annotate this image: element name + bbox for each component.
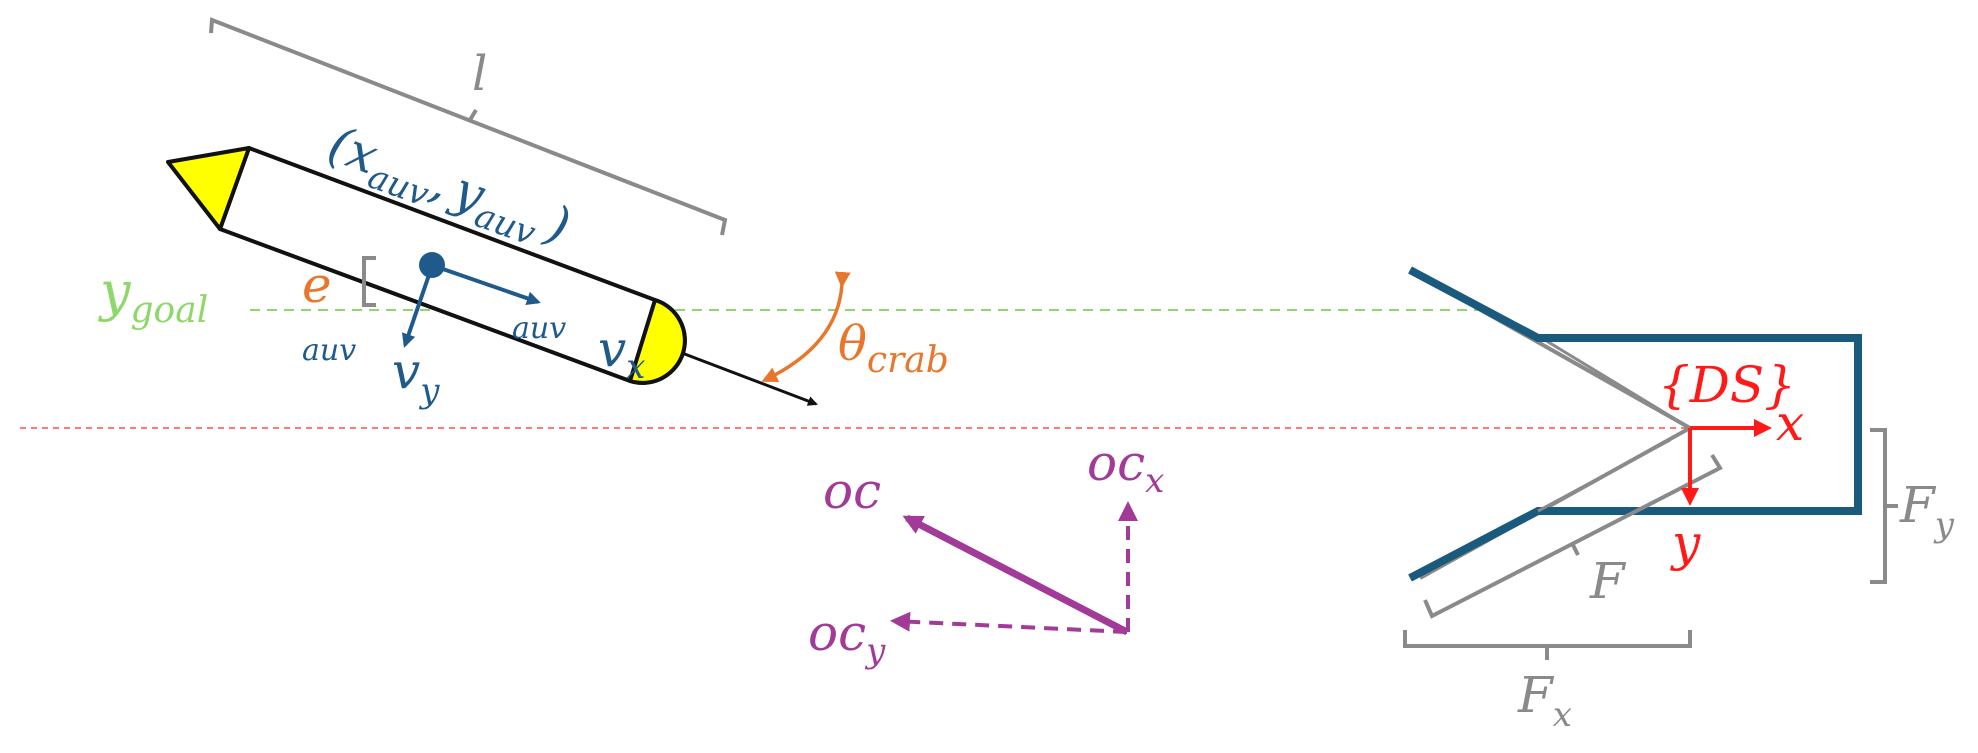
vx-label: vx xyxy=(598,320,645,387)
theta-crab-label: θcrab xyxy=(838,316,949,381)
ocy-vector xyxy=(890,611,1128,634)
ocx-label: ocx xyxy=(1087,434,1164,501)
F-bracket-tick xyxy=(1570,542,1580,556)
auv-position-point xyxy=(419,252,445,278)
vy-vector xyxy=(401,271,432,348)
dock-funnel-gray xyxy=(1409,268,1695,580)
frame-label: {DS} xyxy=(1658,356,1796,414)
vy-superscript: auv xyxy=(302,333,356,368)
Fy-label: Fy xyxy=(1899,476,1955,545)
Fy-bracket xyxy=(1870,428,1898,584)
error-bracket xyxy=(362,256,376,307)
length-label: l xyxy=(472,46,487,102)
y-goal-label: ygoal xyxy=(98,260,208,331)
oc-label: oc xyxy=(823,462,881,520)
dock-funnel-gray-upper xyxy=(1539,335,1691,430)
auv-body xyxy=(166,146,687,385)
auv-nose-cone xyxy=(166,146,251,231)
oc-vector xyxy=(902,514,1129,636)
vx-vector xyxy=(439,266,541,306)
vx-superscript: auv xyxy=(512,311,566,346)
error-label: e xyxy=(302,256,332,314)
frame-x-label: x xyxy=(1776,394,1804,452)
theta-crab-arc xyxy=(761,271,851,383)
Fx-bracket xyxy=(1403,630,1692,660)
length-bracket xyxy=(209,17,728,236)
F-bracket xyxy=(1423,453,1723,619)
heading-arrow xyxy=(681,351,818,406)
vy-label: vy xyxy=(392,342,440,411)
Fx-label: Fx xyxy=(1517,666,1572,735)
auv-tail-cap xyxy=(628,298,687,385)
dock-frame xyxy=(1408,266,1862,582)
dock-lower-gray xyxy=(1537,438,1671,513)
ocy-label: ocy xyxy=(808,604,886,671)
F-label: F xyxy=(1589,552,1627,610)
frame-y-label: y xyxy=(1670,514,1701,572)
